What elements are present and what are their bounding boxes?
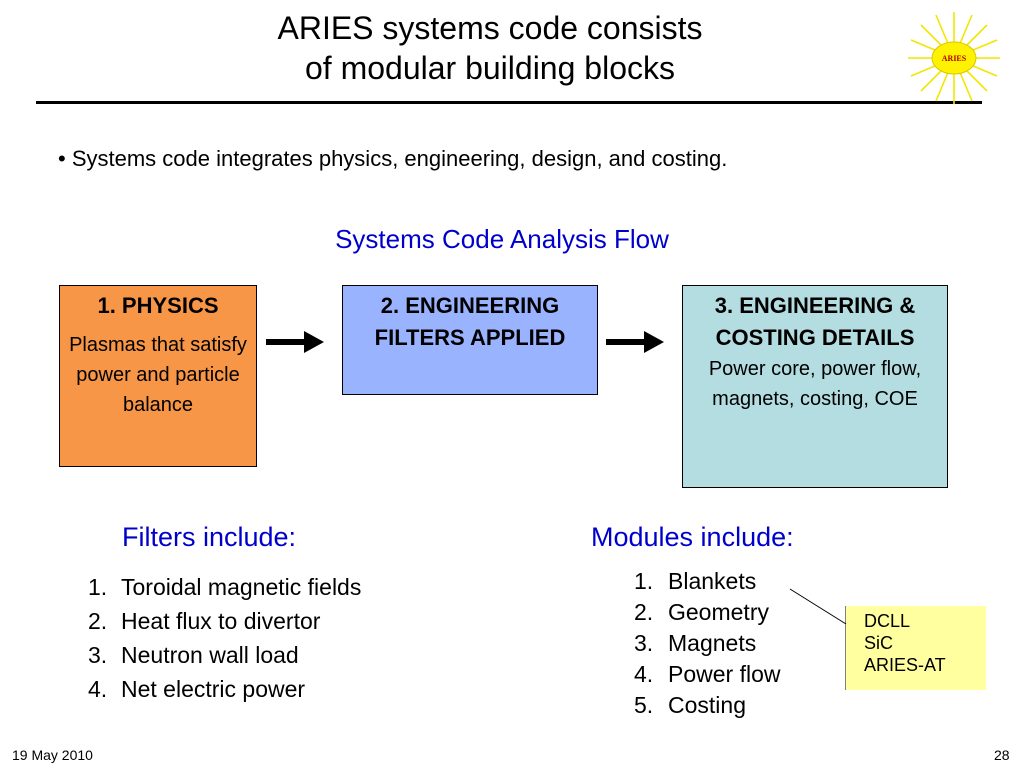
list-item: 5. Costing [634, 690, 780, 721]
list-item: 3. Neutron wall load [88, 638, 361, 672]
modules-heading: Modules include: [591, 522, 794, 552]
flow-box-physics: 1. PHYSICS Plasmas that satisfy power an… [59, 285, 257, 467]
list-item: 4. Net electric power [88, 672, 361, 706]
list-item: 1. Blankets [634, 566, 780, 597]
flow-box-engineering-costing-desc: Power core, power flow, magnets, costing… [708, 358, 922, 410]
modules-list: 1. Blankets 2. Geometry 3. Magnets 4. Power … [634, 566, 780, 721]
list-text: Net electric power [121, 676, 306, 702]
list-text: Geometry [668, 599, 769, 625]
page-number: 28 [994, 747, 1010, 763]
list-text: Power flow [668, 661, 781, 687]
aries-sun-logo: ARIES [908, 12, 1000, 104]
list-item: 2. Geometry [634, 597, 780, 628]
filters-list: 1. Toroidal magnetic fields 2. Heat flux t… [88, 570, 361, 706]
blanket-options-callout: DCLL SiC ARIES-AT [846, 606, 986, 690]
arrow-right-icon [266, 331, 324, 353]
list-number: 1. [88, 574, 108, 600]
list-item: 2. Heat flux to divertor [88, 604, 361, 638]
flow-box-engineering-filters: 2. ENGINEERING FILTERS APPLIED [342, 285, 598, 395]
blanket-option: SiC [864, 633, 894, 653]
blanket-option: ARIES-AT [864, 655, 946, 675]
logo-text: ARIES [942, 54, 967, 63]
list-text: Costing [668, 692, 746, 718]
title-underline [36, 101, 982, 104]
flow-box-physics-head: 1. PHYSICS [97, 293, 219, 318]
list-number: 3. [88, 642, 108, 668]
list-number: 2. [88, 608, 108, 634]
title-line-2: of modular building blocks [305, 50, 675, 86]
list-number: 5. [634, 692, 654, 718]
list-text: Magnets [668, 630, 757, 656]
flow-title: Systems Code Analysis Flow [335, 224, 669, 254]
title-line-1: ARIES systems code consists [277, 10, 703, 46]
list-number: 4. [634, 661, 654, 687]
slide-title: ARIES systems code consists of modular b… [0, 8, 980, 88]
list-text: Neutron wall load [121, 642, 299, 668]
arrow-right-icon [606, 331, 664, 353]
flow-box-engineering-costing-head: 3. ENGINEERING & COSTING DETAILS [714, 293, 916, 350]
list-text: Toroidal magnetic fields [121, 574, 362, 600]
list-text: Heat flux to divertor [121, 608, 321, 634]
list-item: 4. Power flow [634, 659, 780, 690]
list-number: 1. [634, 568, 654, 594]
list-number: 3. [634, 630, 654, 656]
filters-heading: Filters include: [122, 522, 297, 552]
list-number: 4. [88, 676, 108, 702]
bullet-text: Systems code integrates physics, enginee… [71, 146, 728, 171]
bullet-dot: • [58, 146, 72, 171]
blanket-option: DCLL [864, 611, 911, 631]
list-text: Blankets [668, 568, 757, 594]
bullet-item: • Systems code integrates physics, engin… [58, 146, 727, 172]
flow-box-physics-desc: Plasmas that satisfy power and particle … [69, 334, 247, 416]
footer-date: 19 May 2010 [12, 747, 93, 763]
list-item: 3. Magnets [634, 628, 780, 659]
flow-box-engineering-filters-head: 2. ENGINEERING FILTERS APPLIED [374, 293, 566, 350]
list-number: 2. [634, 599, 654, 625]
flow-box-engineering-costing: 3. ENGINEERING & COSTING DETAILS Power c… [682, 285, 948, 488]
list-item: 1. Toroidal magnetic fields [88, 570, 361, 604]
